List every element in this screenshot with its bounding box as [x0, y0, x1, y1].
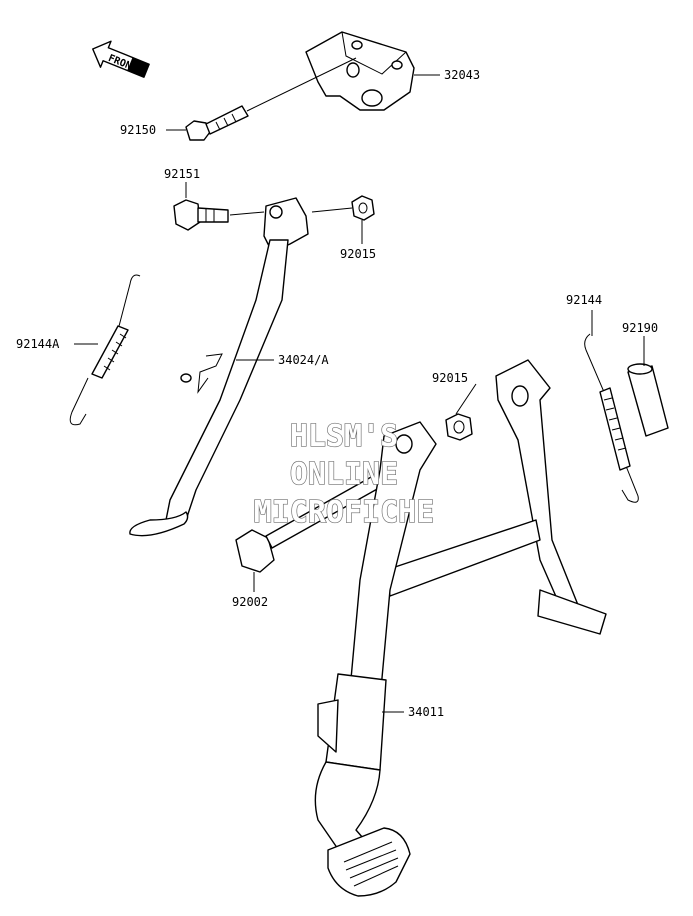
- watermark: HLSM'S ONLINE MICROFICHE: [253, 418, 435, 530]
- main-stand-34011: [314, 359, 607, 897]
- front-arrow-icon: FRONT: [92, 40, 150, 78]
- part-number-92002: 92002: [232, 595, 268, 609]
- watermark-line-2: ONLINE: [290, 457, 398, 492]
- spring-92144A: [69, 274, 141, 426]
- part-number-92015-upper: 92015: [340, 247, 376, 261]
- part-number-92190: 92190: [622, 321, 658, 335]
- part-number-34024A: 34024/A: [278, 353, 329, 367]
- part-number-92015-lower: 92015: [432, 371, 468, 385]
- bolt-92150: [185, 105, 249, 141]
- bolt-92151: [173, 199, 229, 231]
- watermark-line-1: HLSM'S: [290, 419, 398, 454]
- nut-92015-lower: [445, 413, 473, 441]
- part-number-34011: 34011: [408, 705, 444, 719]
- bolt-92002: [235, 461, 405, 573]
- part-number-32043: 32043: [444, 68, 480, 82]
- part-number-92150: 92150: [120, 123, 156, 137]
- side-stand-34024A: [129, 197, 309, 537]
- nut-92015-upper: [351, 195, 375, 221]
- watermark-line-3: MICROFICHE: [254, 495, 435, 530]
- part-number-92151: 92151: [164, 167, 200, 181]
- bracket-32043: [305, 31, 415, 111]
- collar-92190: [627, 363, 669, 437]
- part-number-92144: 92144: [566, 293, 602, 307]
- spring-92144: [584, 333, 639, 503]
- part-number-92144A: 92144A: [16, 337, 60, 351]
